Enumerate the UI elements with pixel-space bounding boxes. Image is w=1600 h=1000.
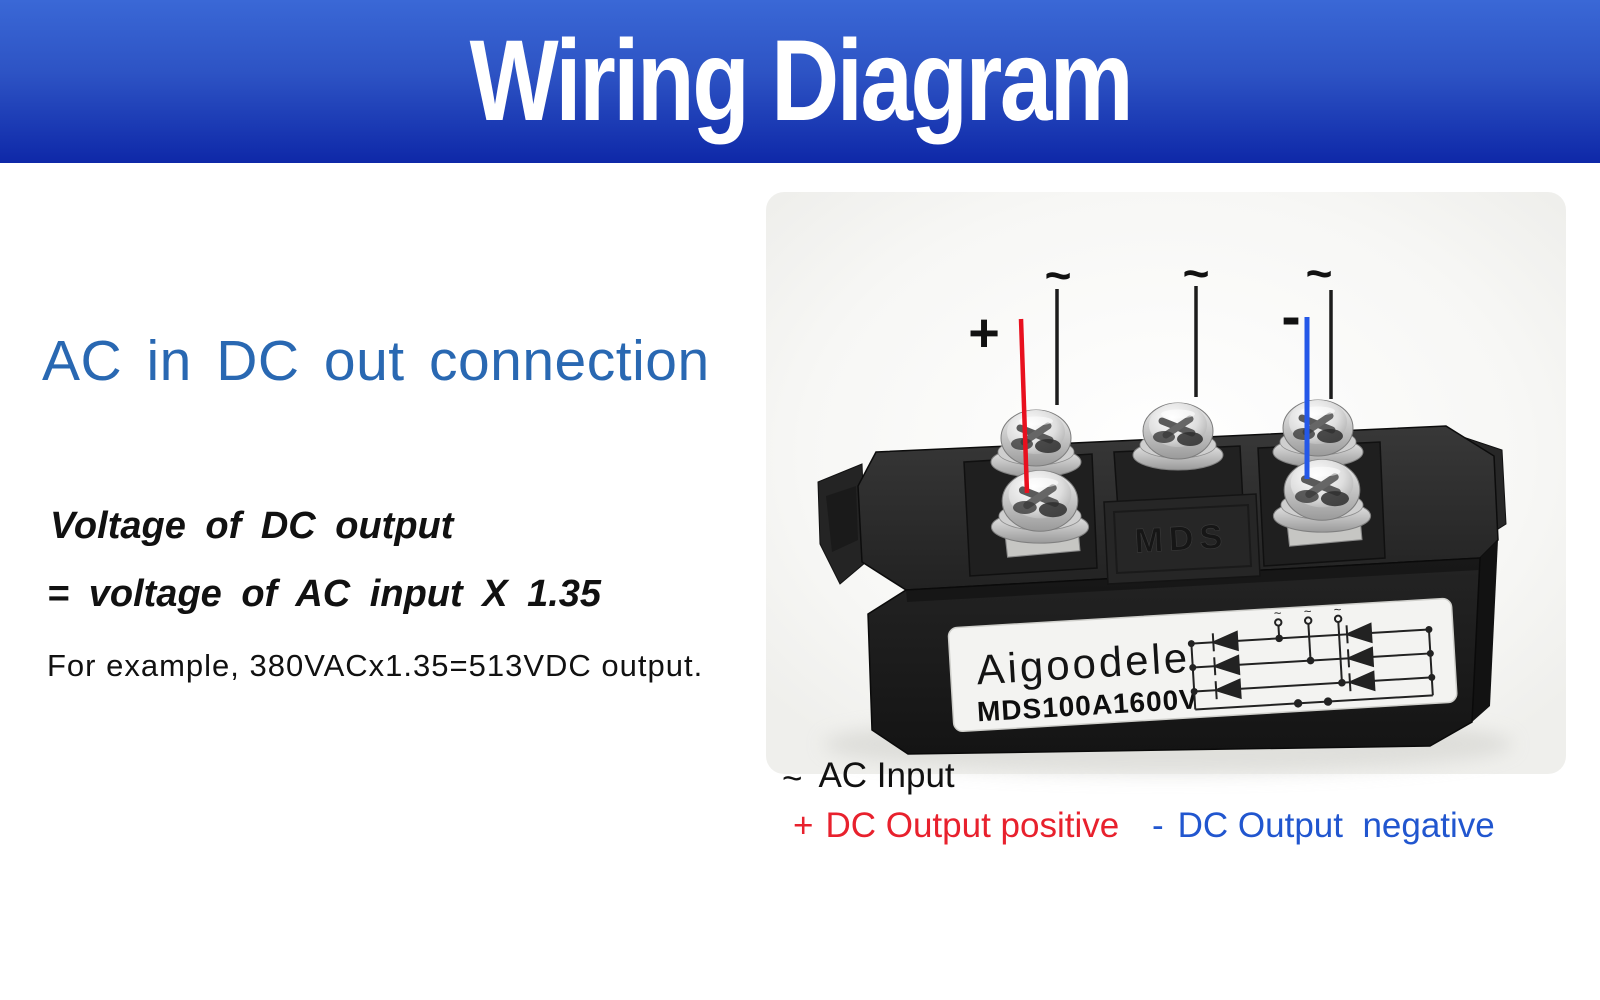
- terminal-screw-ac3: [1272, 399, 1364, 468]
- mds-pad: [1103, 493, 1261, 585]
- legend-ac-symbol: ~: [782, 759, 803, 798]
- module-body: MDS: [817, 425, 1507, 755]
- mounting-ear-left-notch: [826, 486, 858, 552]
- mds-pad-inner: [1112, 503, 1253, 575]
- legend-negative-label: DC Output negative: [1177, 806, 1495, 845]
- module-top-face: [857, 425, 1499, 591]
- legend-ac-label: AC Input: [818, 756, 955, 795]
- terminal-pedestal-middle: [1113, 445, 1244, 511]
- terminal-screw-dc-positive: [990, 470, 1090, 558]
- ac-symbol-2: ~: [1183, 247, 1210, 299]
- terminal-pedestal-left: [963, 453, 1098, 577]
- terminal-pedestal-right: [1257, 441, 1386, 567]
- wire-dc-positive: [1018, 318, 1030, 494]
- module-side-face: [1472, 540, 1498, 722]
- terminal-screw-ac2: [1132, 402, 1224, 471]
- mounting-ear-right: [1447, 431, 1507, 549]
- terminal-screw-dc-negative: [1272, 459, 1372, 547]
- product-label: Aigoodele MDS100A1600V ~ ~ ~: [947, 597, 1458, 733]
- ac-symbol-3: ~: [1306, 247, 1333, 299]
- legend-negative-symbol: -: [1152, 806, 1164, 845]
- example-text: For example, 380VACx1.35=513VDC output.: [47, 648, 704, 683]
- header-banner: Wiring Diagram: [0, 0, 1600, 163]
- brand-text: Aigoodele: [975, 634, 1191, 694]
- formula-line-1: Voltage of DC output: [50, 505, 454, 547]
- model-text: MDS100A1600V: [976, 683, 1200, 727]
- mounting-ear-left: [817, 463, 867, 585]
- mounting-ear-right-notch: [1460, 448, 1496, 528]
- minus-symbol: -: [1281, 284, 1300, 349]
- legend-positive-symbol: +: [793, 806, 814, 845]
- page-title: Wiring Diagram: [469, 17, 1133, 145]
- ac-symbol-1: ~: [1045, 249, 1072, 301]
- embossed-mds-text: MDS: [1134, 518, 1229, 561]
- terminal-screw-ac1: [990, 409, 1082, 478]
- legend-dc-negative: -DC Output negative: [1152, 806, 1495, 846]
- schematic-tilde-1: ~: [1273, 605, 1282, 620]
- plus-symbol: +: [968, 303, 1000, 363]
- schematic-tilde-3: ~: [1333, 602, 1342, 617]
- legend-ac: ~ AC Input: [782, 756, 955, 798]
- legend-dc-positive: + DC Output positive: [793, 806, 1119, 846]
- formula-line-2: = voltage of AC input X 1.35: [47, 573, 602, 615]
- section-heading: AC in DC out connection: [42, 329, 710, 393]
- module-front-face: [867, 557, 1481, 755]
- module-front-bevel: [906, 558, 1480, 602]
- legend-positive-label: DC Output positive: [825, 806, 1120, 845]
- bridge-schematic: ~ ~ ~: [1187, 602, 1436, 711]
- schematic-tilde-2: ~: [1303, 603, 1312, 618]
- photo-backdrop: [766, 192, 1566, 774]
